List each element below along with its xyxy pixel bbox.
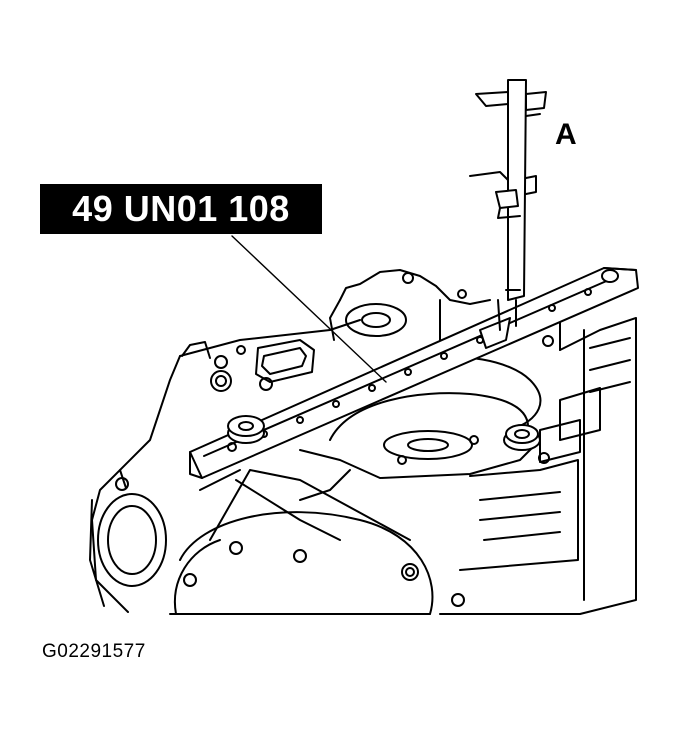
case-body [439, 317, 637, 615]
lower-drum [169, 469, 465, 615]
converter-housing [89, 319, 361, 613]
callout-leader [231, 235, 387, 383]
tool-number-callout: 49 UN01 108 [40, 184, 322, 234]
caliper-label: A [555, 118, 577, 151]
center-cover [299, 269, 561, 501]
depth-caliper [469, 79, 547, 349]
gauge-bar [189, 267, 639, 479]
figure-id: G02291577 [42, 641, 146, 662]
